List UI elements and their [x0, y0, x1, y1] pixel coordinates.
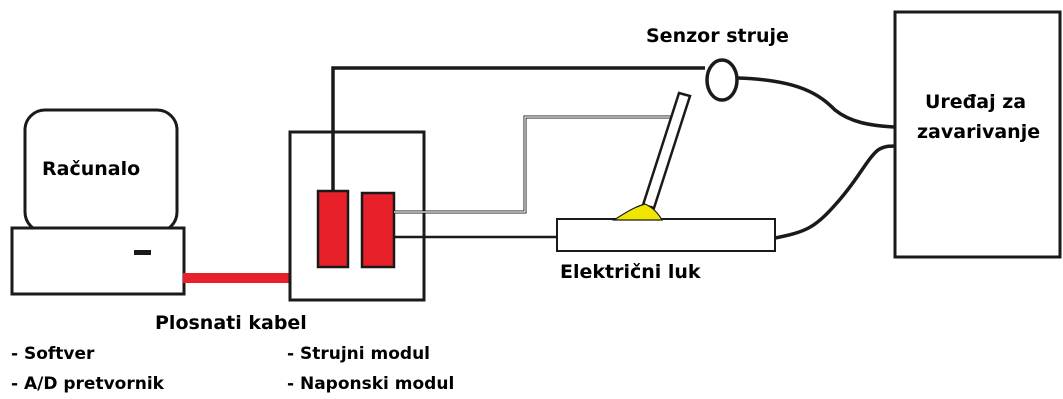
current-sensor-label: Senzor struje [646, 25, 789, 47]
measurement-module [288, 130, 426, 302]
voltage-wire-torch-inner [394, 116, 680, 213]
current-wire-to-device [737, 76, 897, 129]
electric-arc [611, 203, 664, 221]
welding-torch [641, 91, 692, 210]
computer-drive-slot [134, 250, 151, 255]
module-feature-current: - Strujni modul [287, 344, 430, 364]
current-module-block [316, 189, 350, 269]
welding-device-label-line1: Uređaj za [925, 91, 1026, 113]
module-box [288, 130, 426, 302]
current-wire [331, 66, 705, 191]
ground-wire [774, 144, 897, 240]
computer-label: Računalo [42, 158, 140, 180]
computer-base [10, 226, 186, 296]
electric-arc-label: Električni luk [560, 261, 701, 283]
flat-cable [183, 273, 291, 283]
current-sensor-ring [705, 58, 739, 102]
welding-device-label-line2: zavarivanje [917, 121, 1040, 143]
computer: Računalo [10, 108, 186, 296]
voltage-wire-torch-outer [394, 115, 680, 214]
welding-device [893, 10, 1062, 259]
wires [331, 66, 897, 240]
computer-feature-software: - Softver [11, 344, 95, 364]
flat-cable-label: Plosnati kabel [155, 312, 307, 334]
voltage-module-block [360, 191, 396, 269]
computer-feature-ad-converter: - A/D pretvornik [11, 374, 165, 394]
torch-body [641, 91, 692, 210]
workpiece [556, 218, 776, 252]
module-feature-voltage: - Naponski modul [287, 374, 454, 394]
